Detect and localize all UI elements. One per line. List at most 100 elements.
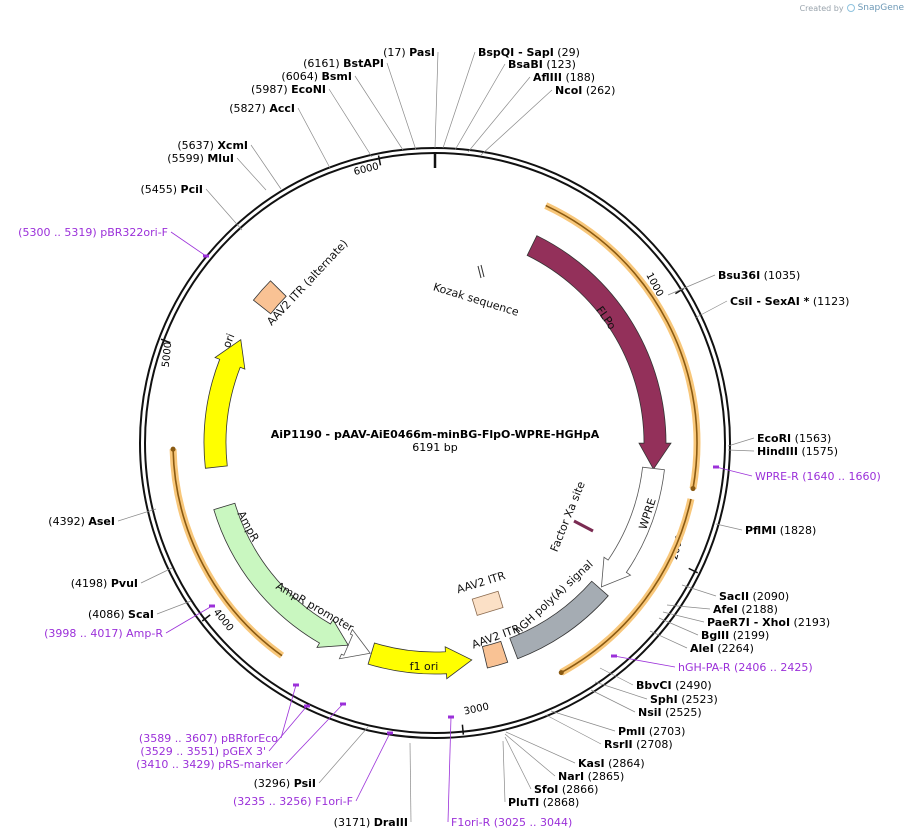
- enzyme-leader-bbvci: [599, 667, 634, 686]
- tick-label-5000: 5000: [161, 342, 175, 368]
- primer-name: F1ori-F: [315, 795, 353, 808]
- primer-mark-wpre-r: [713, 465, 719, 469]
- feature-f1ori: [367, 642, 473, 680]
- primer-name: hGH-PA-R: [678, 661, 731, 674]
- enzyme-position: (6161): [303, 57, 343, 70]
- enzyme-label-pasi: (17) PasI: [383, 46, 435, 59]
- plasmid-length: 6191 bp: [412, 441, 457, 454]
- enzyme-name: HindIII: [757, 445, 798, 458]
- orf-arc-2: [172, 449, 283, 657]
- enzyme-leader-pmli: [550, 710, 616, 732]
- enzyme-name: NsiI: [638, 706, 662, 719]
- snapgene-credit: Created by SnapGene: [800, 3, 904, 13]
- primer-mark-pbr322ori-f: [203, 254, 209, 258]
- credit-prefix: Created by: [799, 3, 844, 13]
- enzyme-position: (2490): [672, 679, 712, 692]
- enzyme-leader-acci: [297, 107, 331, 169]
- enzyme-label-kasi: KasI (2864): [578, 757, 645, 770]
- enzyme-position: (1575): [798, 445, 838, 458]
- primer-label-wpre-r: WPRE-R (1640 .. 1660): [755, 470, 881, 483]
- orf-end-1: [558, 670, 564, 676]
- enzyme-position: (3171): [334, 816, 374, 829]
- primer-mark-prs-marker: [340, 702, 346, 706]
- enzyme-label-bstapi: (6161) BstAPI: [303, 57, 384, 70]
- primer-leader-f1ori-r: [447, 716, 452, 823]
- enzyme-name: AseI: [88, 515, 115, 528]
- enzyme-name: BbvCI: [636, 679, 672, 692]
- enzyme-position: (2264): [714, 642, 754, 655]
- primer-range: (3998 .. 4017): [44, 627, 126, 640]
- kozak-label: Kozak sequence: [432, 280, 521, 318]
- enzyme-name: PciI: [181, 183, 203, 196]
- enzyme-name: EcoNI: [291, 83, 326, 96]
- itr2-label: AAV2 ITR (alternate): [264, 237, 350, 328]
- enzyme-name: SacII: [719, 590, 749, 603]
- feature-itr2: [252, 280, 287, 315]
- primer-name: pBRforEco: [221, 732, 278, 745]
- enzyme-name: BspQI - SapI: [478, 46, 554, 59]
- enzyme-name: XcmI: [217, 139, 248, 152]
- enzyme-position: (1828): [776, 524, 816, 537]
- enzyme-leader-scai: [156, 600, 192, 615]
- enzyme-label-bsmi: (6064) BsmI: [281, 70, 352, 83]
- feature-layer: [203, 235, 672, 680]
- primer-label-pgex-3: (3529 .. 3551) pGEX 3': [140, 745, 266, 758]
- enzyme-name: PvuI: [111, 577, 138, 590]
- enzyme-leader-bstapi: [386, 62, 417, 151]
- enzyme-name: ScaI: [128, 608, 154, 621]
- enzyme-position: (3296): [254, 777, 294, 790]
- enzyme-leader-bspqi-sapi: [442, 51, 476, 149]
- enzyme-label-asei: (4392) AseI: [48, 515, 115, 528]
- primer-mark-pgex-3: [304, 704, 310, 708]
- enzyme-leader-ecori: [727, 437, 755, 447]
- primer-mark-f1ori-f: [387, 731, 393, 735]
- enzyme-label-xcmi: (5637) XcmI: [177, 139, 248, 152]
- enzyme-label-hindiii: HindIII (1575): [757, 445, 838, 458]
- enzyme-position: (188): [562, 71, 595, 84]
- enzyme-label-nsii: NsiI (2525): [638, 706, 702, 719]
- enzyme-position: (2523): [678, 693, 718, 706]
- enzyme-leader-asei: [117, 508, 157, 522]
- factor-xa-site: Factor Xa site: [548, 479, 594, 554]
- snapgene-logo-icon: [846, 4, 855, 12]
- orf-layer: [169, 202, 701, 676]
- enzyme-label-pmli: PmlI (2703): [618, 725, 685, 738]
- orf-end-2: [170, 446, 176, 452]
- enzyme-leader-sphi: [594, 681, 648, 700]
- primer-name: pBR322ori-F: [100, 226, 168, 239]
- enzyme-position: (2864): [605, 757, 645, 770]
- feature-amprp: [338, 628, 371, 660]
- enzyme-name: Bsu36I: [718, 269, 760, 282]
- primer-mark-f1ori-r: [448, 715, 454, 719]
- primer-label-pbrforeco: (3589 .. 3607) pBRforEco: [139, 732, 278, 745]
- enzyme-leader-bsabi: [454, 63, 506, 151]
- tick-mark-4000: [201, 614, 211, 622]
- enzyme-label-nari: NarI (2865): [558, 770, 624, 783]
- primer-range: (3235 .. 3256): [233, 795, 315, 808]
- enzyme-position: (2199): [729, 629, 769, 642]
- enzyme-label-alei: AleI (2264): [690, 642, 754, 655]
- enzyme-leader-nsii: [590, 689, 636, 713]
- enzyme-label-bglii: BglII (2199): [701, 629, 769, 642]
- enzyme-position: (123): [543, 58, 576, 71]
- orf-arc-1: [560, 498, 692, 674]
- enzyme-position: (2865): [584, 770, 624, 783]
- primer-label-hgh-pa-r: hGH-PA-R (2406 .. 2425): [678, 661, 813, 674]
- enzyme-label-pluti: PluTI (2868): [508, 796, 579, 809]
- primer-leader-pbrforeco: [280, 684, 297, 739]
- tick-mark-2000: [688, 567, 699, 574]
- enzyme-name: AccI: [269, 102, 295, 115]
- enzyme-leader-sacii: [681, 584, 717, 597]
- primer-leader-pgex-3: [268, 705, 308, 752]
- enzyme-name: PflMI: [745, 524, 776, 537]
- enzyme-position: (5987): [251, 83, 291, 96]
- tick-mark-5000: [160, 338, 171, 344]
- orf-end-0: [690, 486, 696, 492]
- enzyme-label-csii-sexai: CsiI - SexAI * (1123): [730, 295, 849, 308]
- enzyme-position: (4392): [48, 515, 88, 528]
- enzyme-name: AleI: [690, 642, 714, 655]
- enzyme-position: (4198): [71, 577, 111, 590]
- enzyme-label-acci: (5827) AccI: [229, 102, 295, 115]
- enzyme-name: CsiI - SexAI *: [730, 295, 810, 308]
